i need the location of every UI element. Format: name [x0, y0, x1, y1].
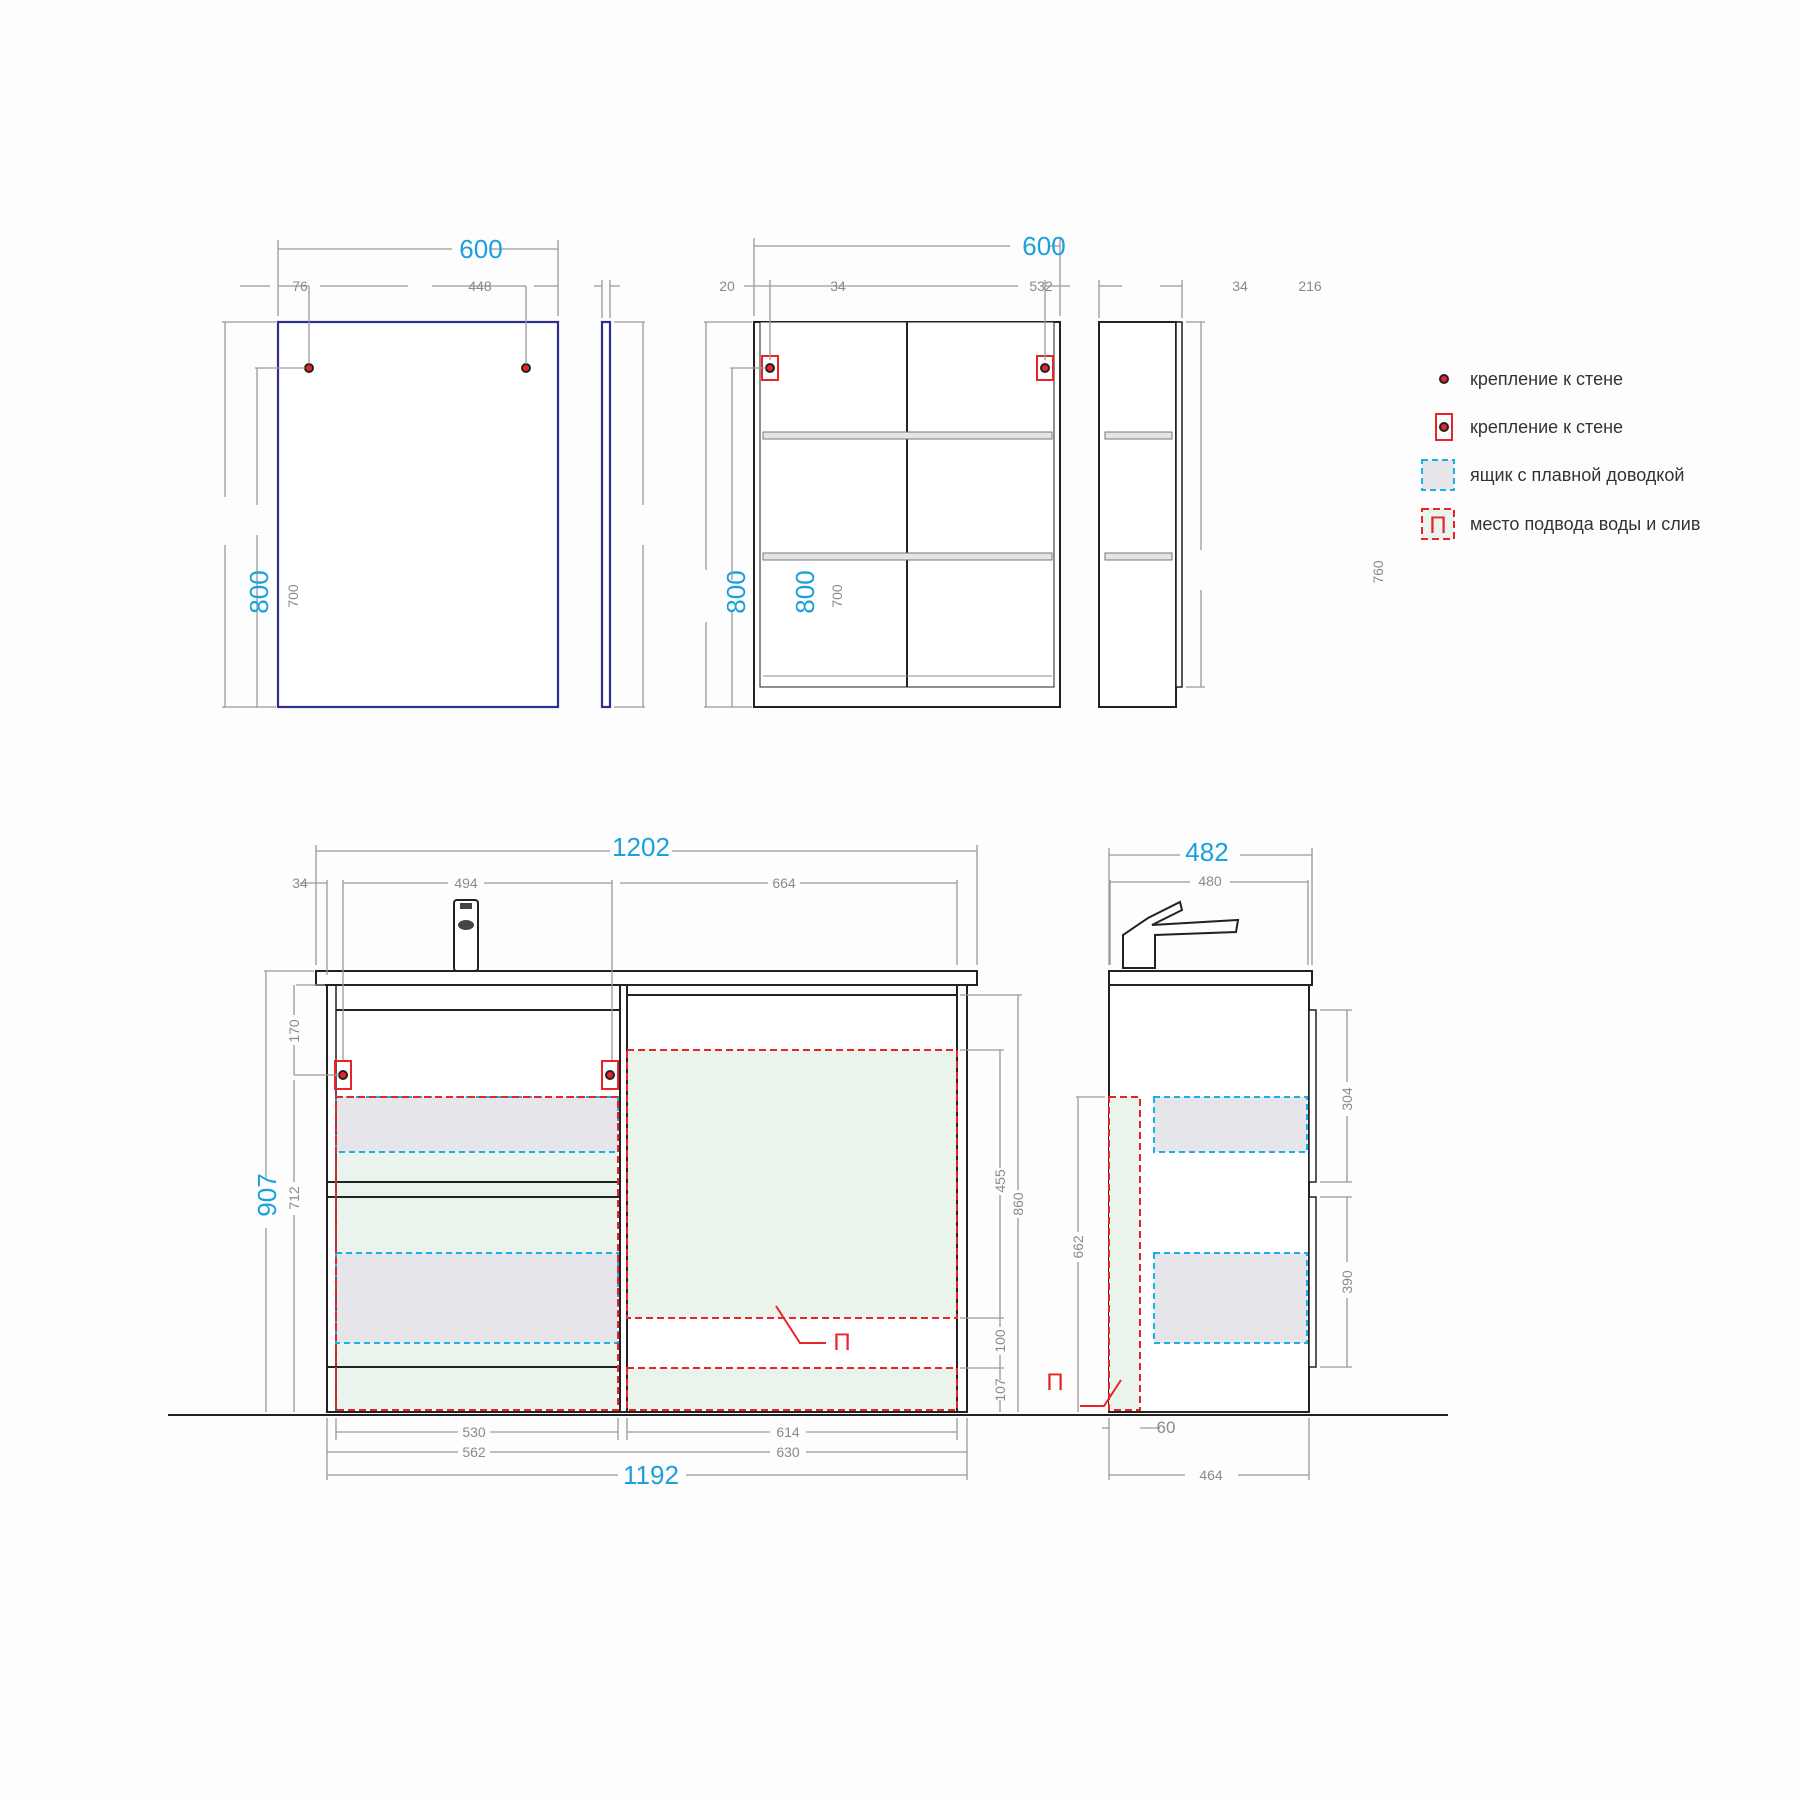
mirror-side-view: 20 800	[594, 278, 751, 709]
vanity-overall-width-label: 1202	[612, 832, 670, 862]
vanity-left-offset-label: 34	[292, 875, 308, 891]
water-marker: П	[1429, 512, 1446, 539]
inner-left-label: 530	[462, 1424, 486, 1440]
cabinet-inner-span-label: 532	[1029, 278, 1053, 294]
cabinet-right-offset-label: 34	[1232, 278, 1248, 294]
mount-dot-icon	[1439, 374, 1449, 384]
cabinet-mount-height-label: 700	[829, 584, 845, 608]
soft-close-drawer	[335, 1252, 619, 1344]
mirror-height-label: 800	[244, 570, 274, 613]
vanity-side-view: П 482 480 304 390 662 60 464	[1046, 837, 1355, 1483]
legend-label: крепление к стене	[1470, 417, 1623, 437]
soft-close-drawer-icon	[1421, 459, 1455, 491]
soft-close-drawer	[1153, 1252, 1308, 1344]
mount-box-icon	[601, 1060, 619, 1090]
countertop	[1108, 970, 1313, 986]
legend-label: крепление к стене	[1470, 369, 1623, 389]
water-marker: П	[833, 1329, 850, 1356]
mirror-left-offset-label: 76	[292, 278, 308, 294]
upper-door-label: 304	[1339, 1087, 1355, 1111]
water-supply-zone-icon	[1421, 508, 1455, 540]
mirror-mount-span-label: 448	[468, 278, 492, 294]
mount-box-icon	[1435, 413, 1453, 441]
water-supply-zone	[626, 1049, 958, 1319]
legend: крепление к стене крепление к стене ящик…	[1421, 369, 1700, 540]
vanity-mount-span-label: 494	[454, 875, 478, 891]
cabinet-width-label: 600	[1022, 231, 1065, 261]
legend-label: ящик с плавной доводкой	[1470, 465, 1684, 485]
inner-right-label: 614	[776, 1424, 800, 1440]
left-width-label: 562	[462, 1444, 486, 1460]
mirror-outline	[276, 320, 560, 709]
gap-label: 100	[992, 1329, 1008, 1353]
legend-label: место подвода воды и слив	[1470, 514, 1700, 534]
vanity-side-inner-depth-label: 480	[1198, 873, 1222, 889]
vanity-front-view: П 1202 34 494 664 907 170 712 455 860 10…	[168, 832, 1448, 1490]
vanity-side-depth-label: 482	[1185, 837, 1228, 867]
cabinet-side-view: 216 760	[1098, 278, 1386, 708]
vanity-right-span-label: 664	[772, 875, 796, 891]
vanity-side-body-depth-label: 464	[1199, 1467, 1223, 1483]
faucet-icon	[1122, 900, 1240, 969]
cabinet-side-height-label: 760	[1370, 560, 1386, 584]
water-zone-height-label: 455	[992, 1169, 1008, 1193]
countertop	[315, 970, 978, 986]
cabinet-height-label: 800	[790, 570, 820, 613]
mirror-front-view: 600 76 448 800 700	[222, 234, 560, 709]
mirror-width-label: 600	[459, 234, 502, 264]
water-marker: П	[1046, 1369, 1063, 1396]
mirror-mount-height-label: 700	[285, 584, 301, 608]
total-width-label: 1192	[623, 1460, 679, 1490]
faucet-icon	[453, 899, 479, 972]
vanity-top-offset-label: 170	[286, 1019, 302, 1043]
side-water-zone-height-label: 662	[1070, 1235, 1086, 1259]
water-offset-label: 60	[1157, 1418, 1176, 1437]
mount-dot-icon	[521, 363, 531, 373]
bottom-zone-label: 107	[992, 1378, 1008, 1402]
vanity-mount-height-label: 712	[286, 1186, 302, 1210]
cabinet-front-view: 600 34 532 34 800 700	[704, 231, 1248, 708]
cabinet-depth-label: 216	[1298, 278, 1322, 294]
right-width-label: 630	[776, 1444, 800, 1460]
vanity-height-label: 907	[252, 1173, 282, 1216]
cabinet-left-offset-label: 34	[830, 278, 846, 294]
water-supply-zone	[626, 1367, 958, 1411]
mount-dot-icon	[304, 363, 314, 373]
lower-door-label: 390	[1339, 1270, 1355, 1294]
mirror-side-height-label: 800	[721, 570, 751, 613]
mirror-depth-label: 20	[719, 278, 735, 294]
soft-close-drawer	[335, 1096, 619, 1153]
water-supply-zone	[1108, 1096, 1141, 1411]
soft-close-drawer	[1153, 1096, 1308, 1153]
vanity-right-height-label: 860	[1010, 1192, 1026, 1216]
